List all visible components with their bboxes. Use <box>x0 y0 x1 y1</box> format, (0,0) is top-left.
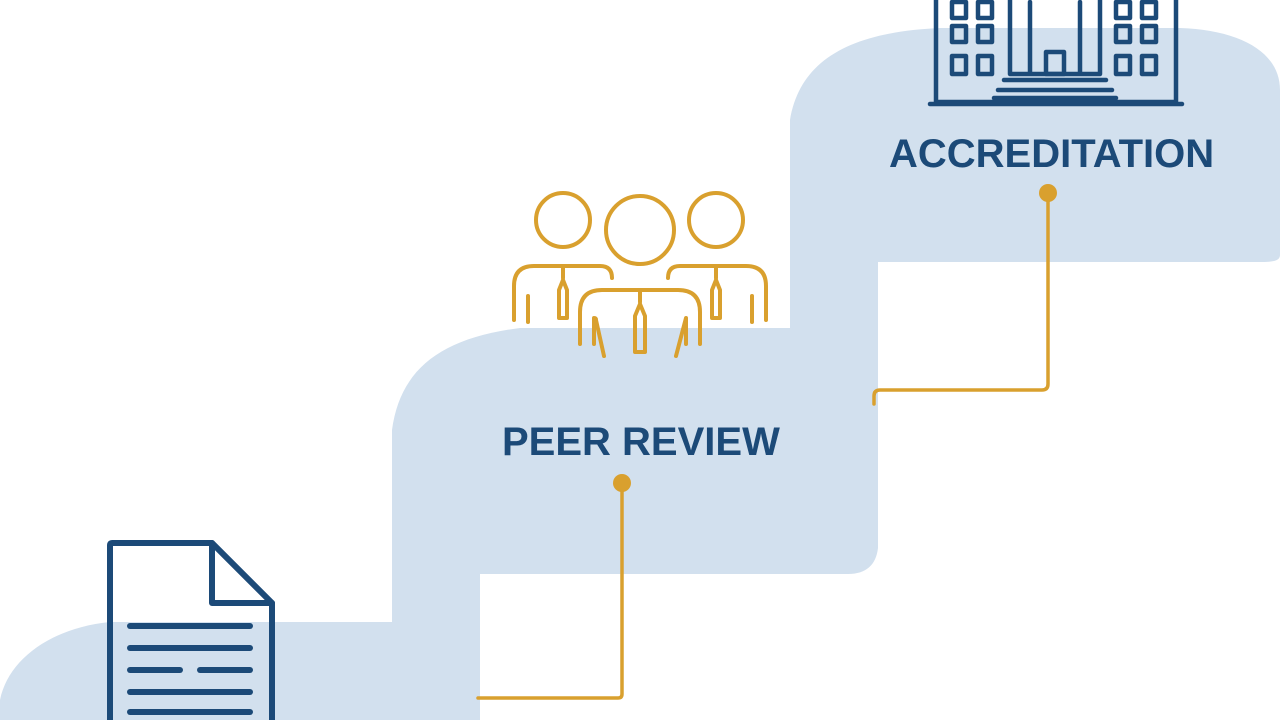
institution-building-icon <box>927 0 1185 107</box>
people-group-icon <box>512 191 768 358</box>
step-label-accreditation: ACCREDITATION <box>889 132 1215 176</box>
connector-dot-accreditation <box>1039 184 1057 202</box>
document-icon <box>107 540 275 720</box>
connector-line-peer-review <box>476 482 624 700</box>
staircase-shape <box>0 28 1280 720</box>
step-label-peer-review: PEER REVIEW <box>502 420 780 464</box>
connector-line-accreditation <box>872 192 1050 406</box>
connector-dot-peer-review <box>613 474 631 492</box>
connector-lines <box>476 184 1057 700</box>
